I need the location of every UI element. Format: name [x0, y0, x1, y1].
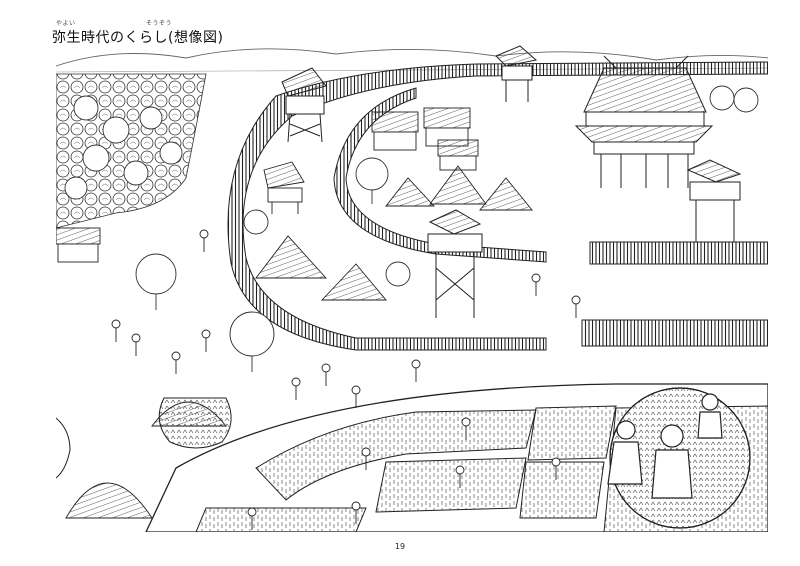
hut-left	[56, 227, 101, 263]
title-ruby: やよい そうぞう	[52, 18, 223, 27]
ruby-yayoi: やよい	[56, 20, 76, 27]
outer-palisade	[227, 61, 768, 351]
storage-jar	[158, 397, 232, 449]
ruby-souzou: そうぞう	[146, 20, 173, 27]
page-number: 19	[394, 542, 406, 551]
fence-right-upper	[589, 241, 768, 265]
villagers	[111, 229, 581, 530]
watchtower-center	[427, 209, 483, 318]
page-title: 弥生時代のくらし(想像図)	[52, 30, 224, 46]
village-trees	[135, 85, 759, 372]
mountain-range	[56, 48, 768, 67]
forest	[56, 73, 207, 229]
raised-granary-left	[263, 161, 305, 214]
watchtower-top	[495, 45, 538, 102]
yayoi-settlement-illustration	[56, 38, 768, 532]
storehouses	[371, 107, 479, 171]
pond	[56, 417, 71, 479]
harvest-inset	[607, 387, 751, 529]
fence-right-lower	[581, 319, 768, 347]
watchtower-left	[281, 67, 327, 143]
main-hall	[574, 55, 714, 188]
page-header: やよい そうぞう 弥生時代のくらし(想像図)	[52, 18, 223, 47]
paddy-field-border	[145, 383, 768, 532]
watchtower-right	[686, 159, 742, 242]
settlement-drawing	[56, 45, 768, 532]
